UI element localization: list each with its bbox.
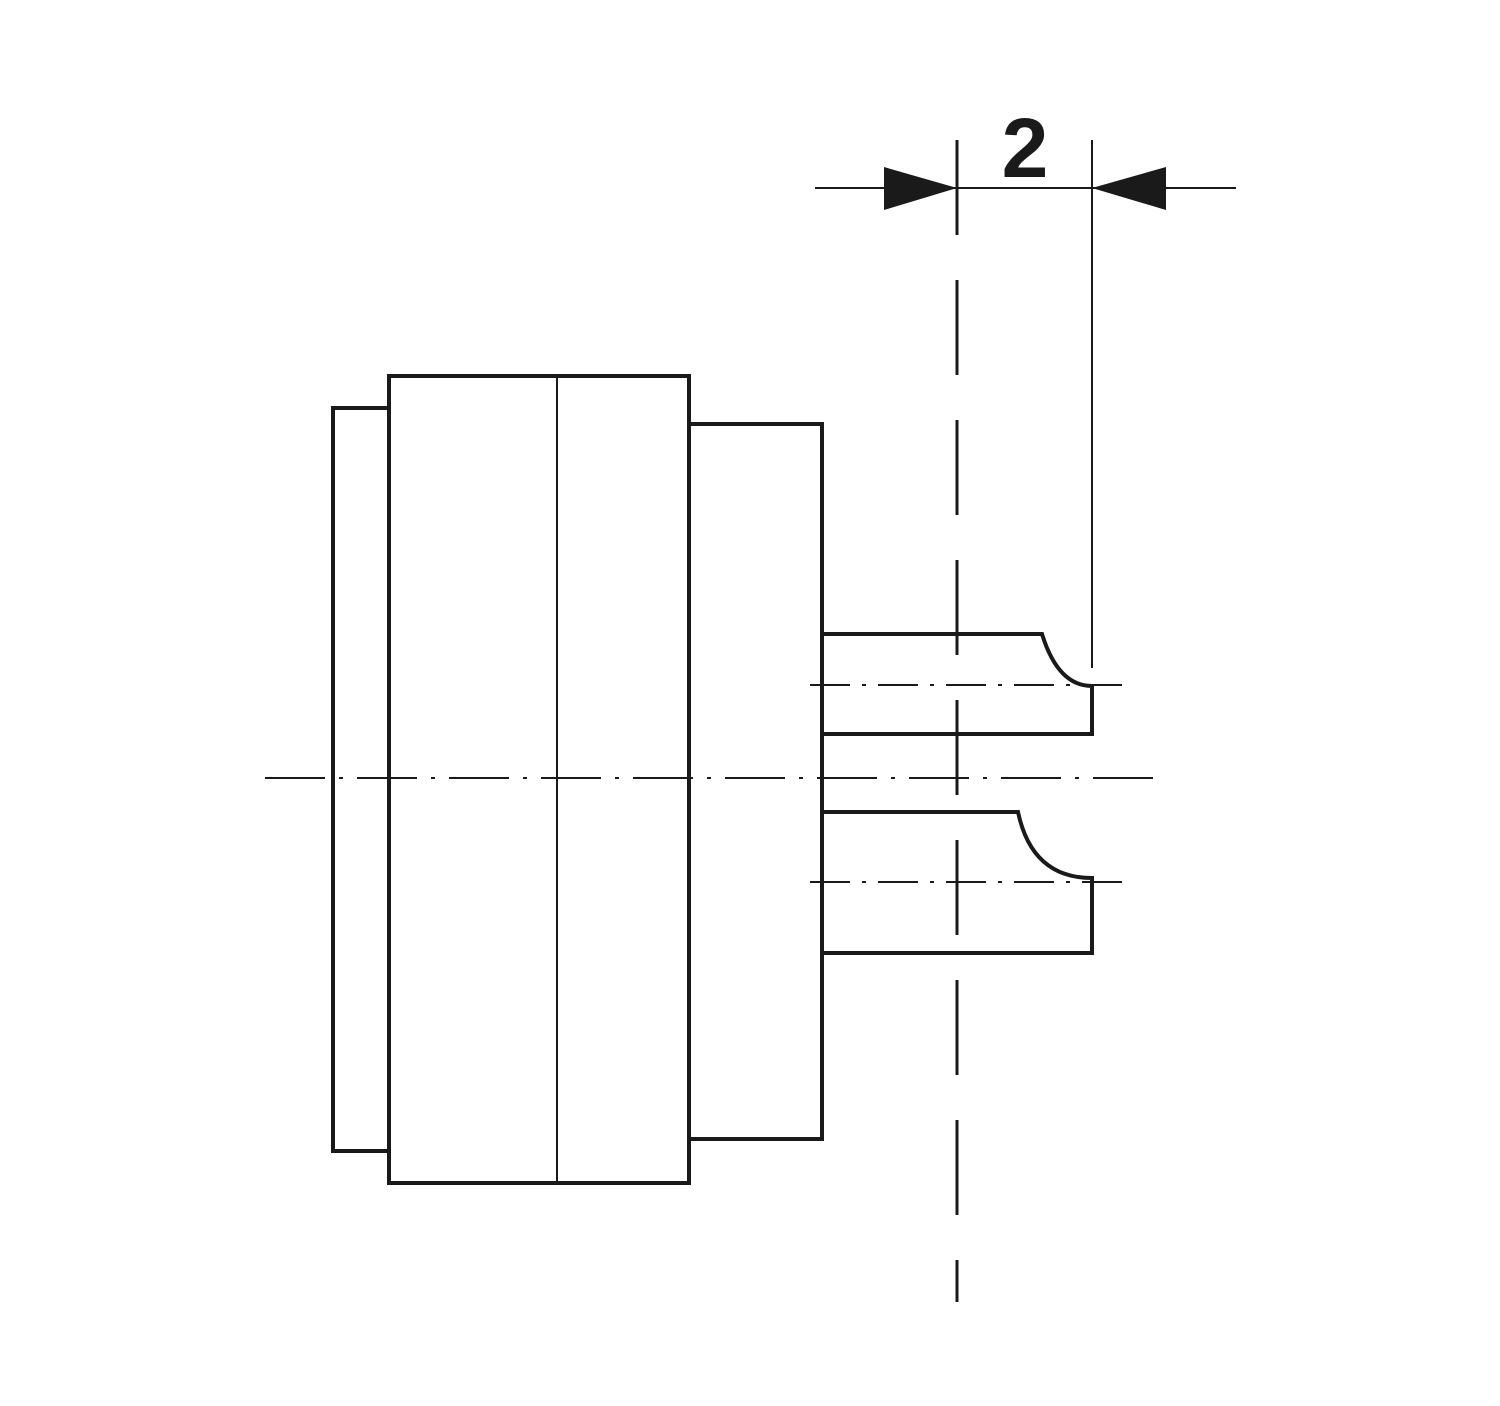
dimension-label: 2 [1002,101,1049,195]
lower-prong [822,810,1094,955]
left-arrow-icon [884,167,957,210]
part-body [331,374,824,1185]
main-cylinder [387,374,691,1185]
right-arrow-icon [1092,167,1166,210]
front-collar [687,422,824,1141]
back-flange [331,406,391,1153]
